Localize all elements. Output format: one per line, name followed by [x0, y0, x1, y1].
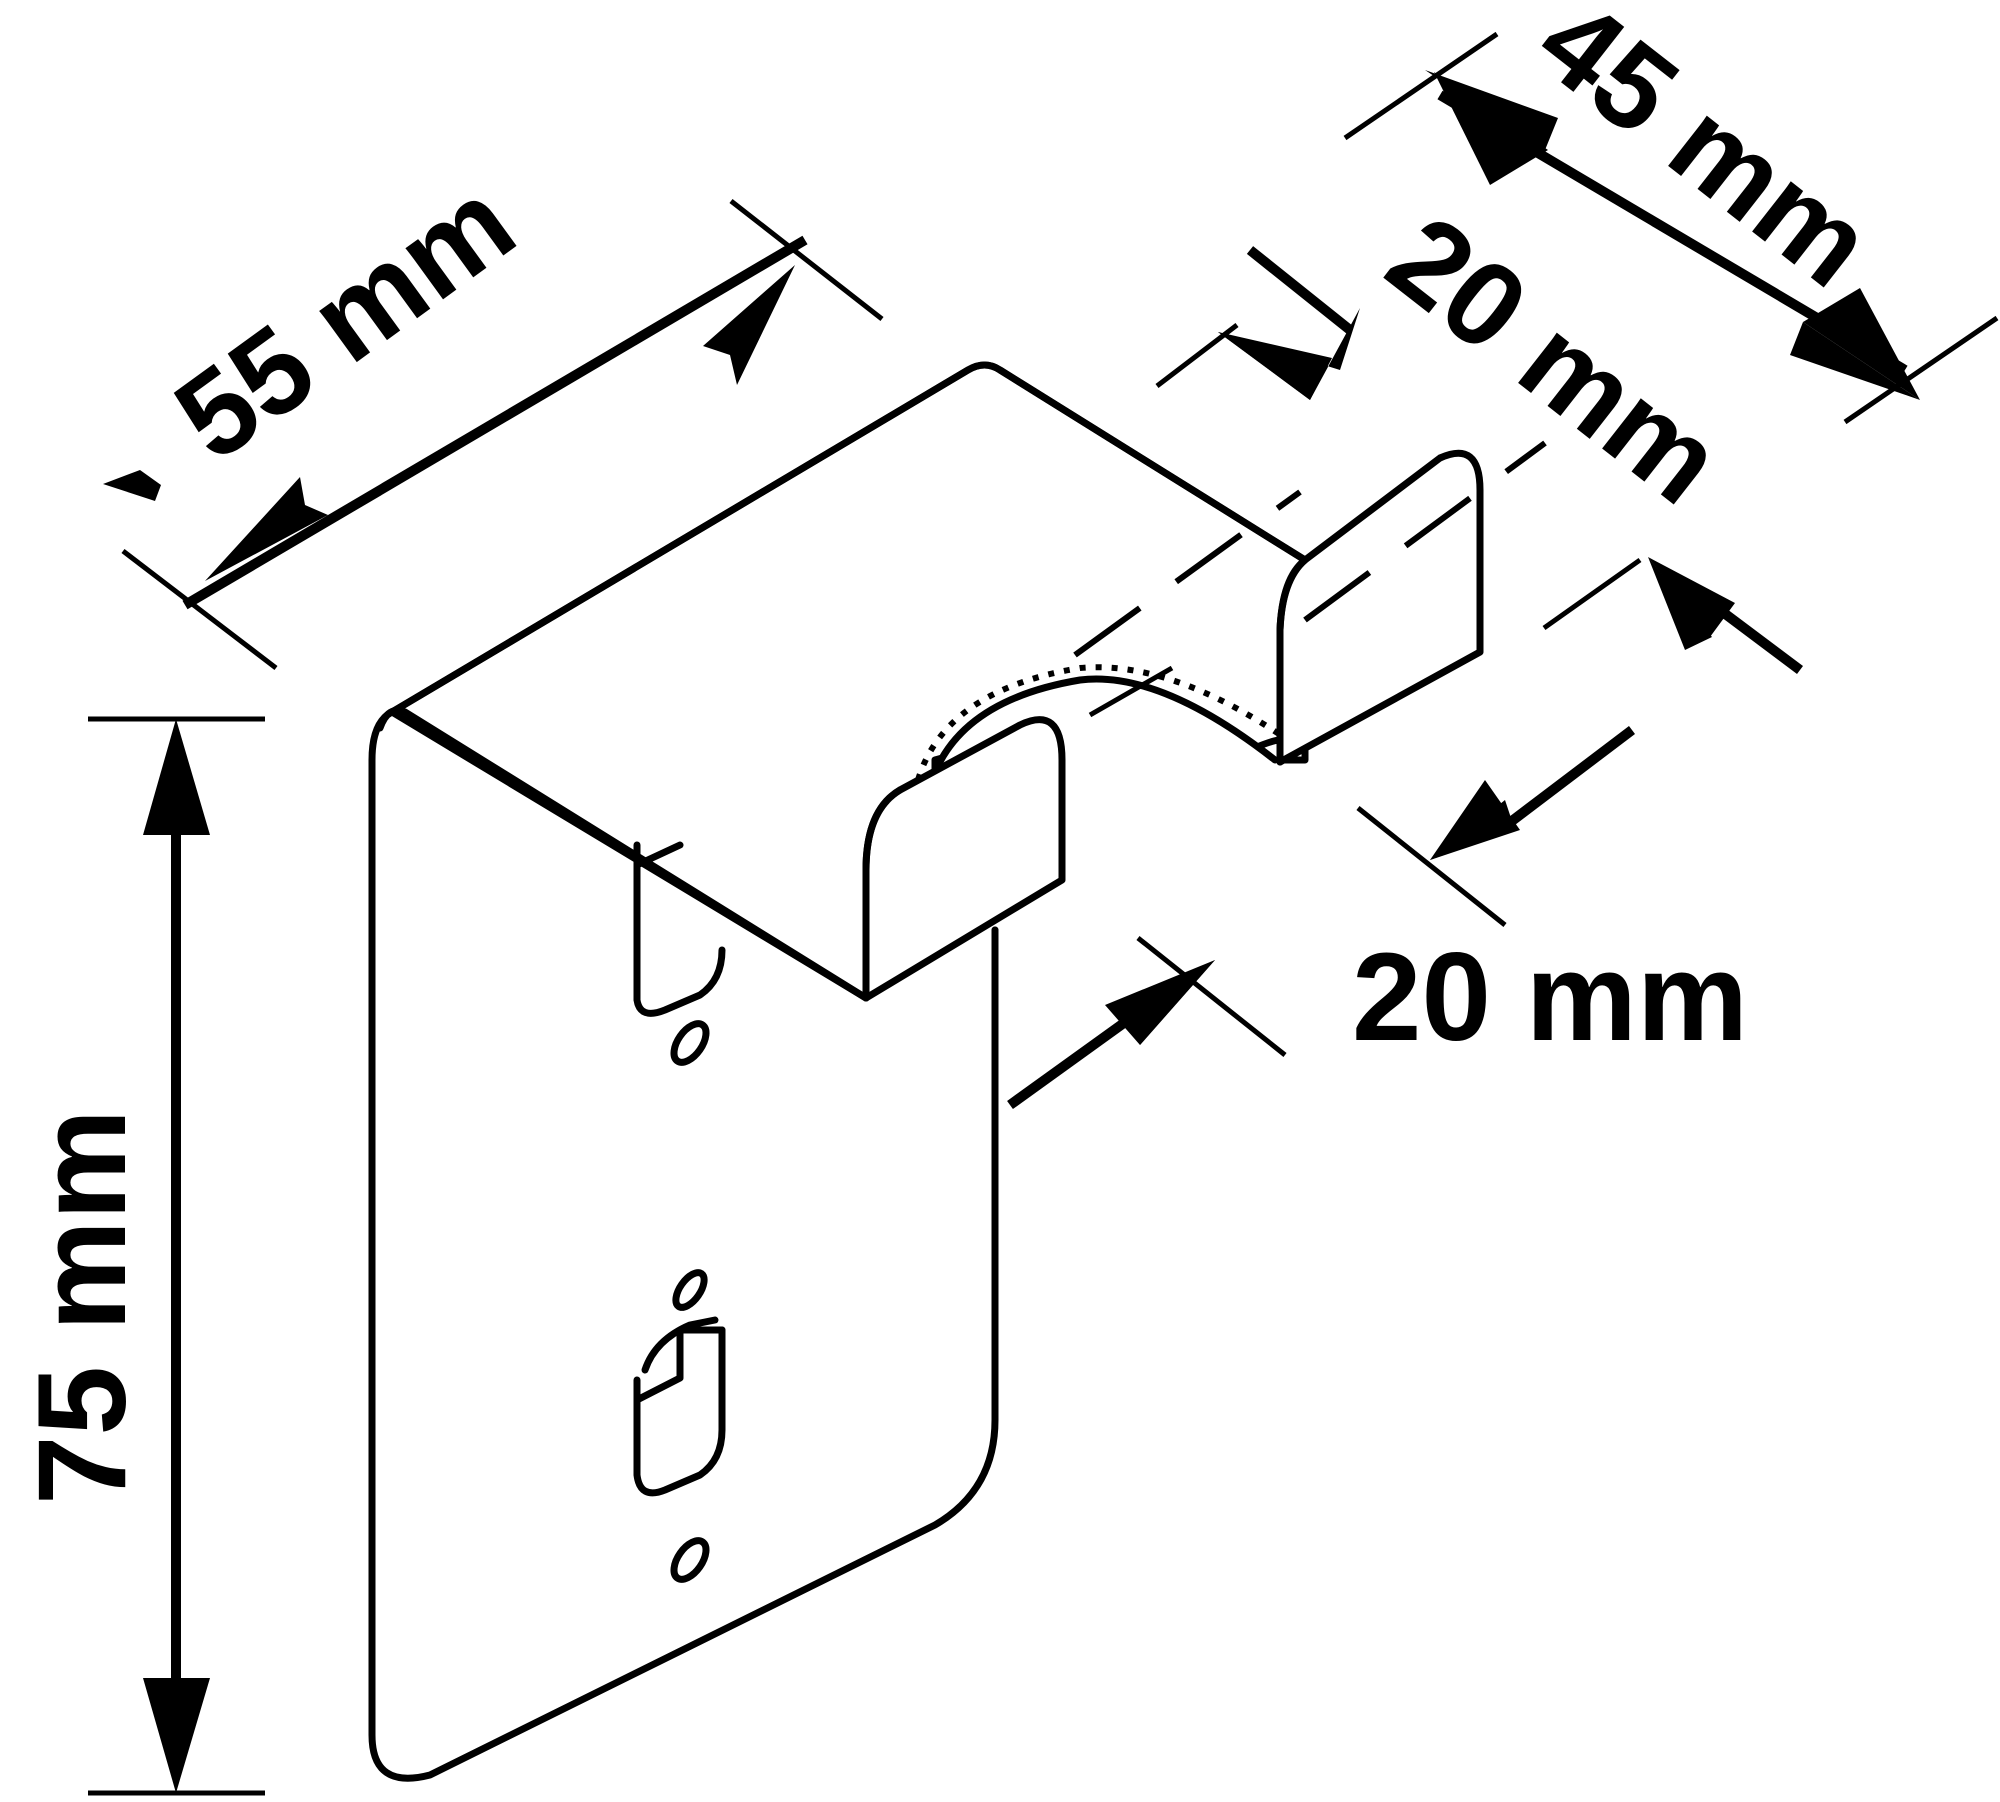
front-hook: [862, 716, 1066, 1002]
dimension-75mm: 75 mm: [13, 716, 265, 1796]
label-20mm-front: 20 mm: [1352, 928, 1748, 1067]
mounting-holes: [633, 841, 726, 1583]
dimension-20mm-front: 20 mm: [1007, 665, 1748, 1110]
rear-hook: [1276, 449, 1484, 766]
label-75mm: 75 mm: [13, 1109, 152, 1505]
label-45mm: 45 mm: [1514, 0, 1896, 313]
